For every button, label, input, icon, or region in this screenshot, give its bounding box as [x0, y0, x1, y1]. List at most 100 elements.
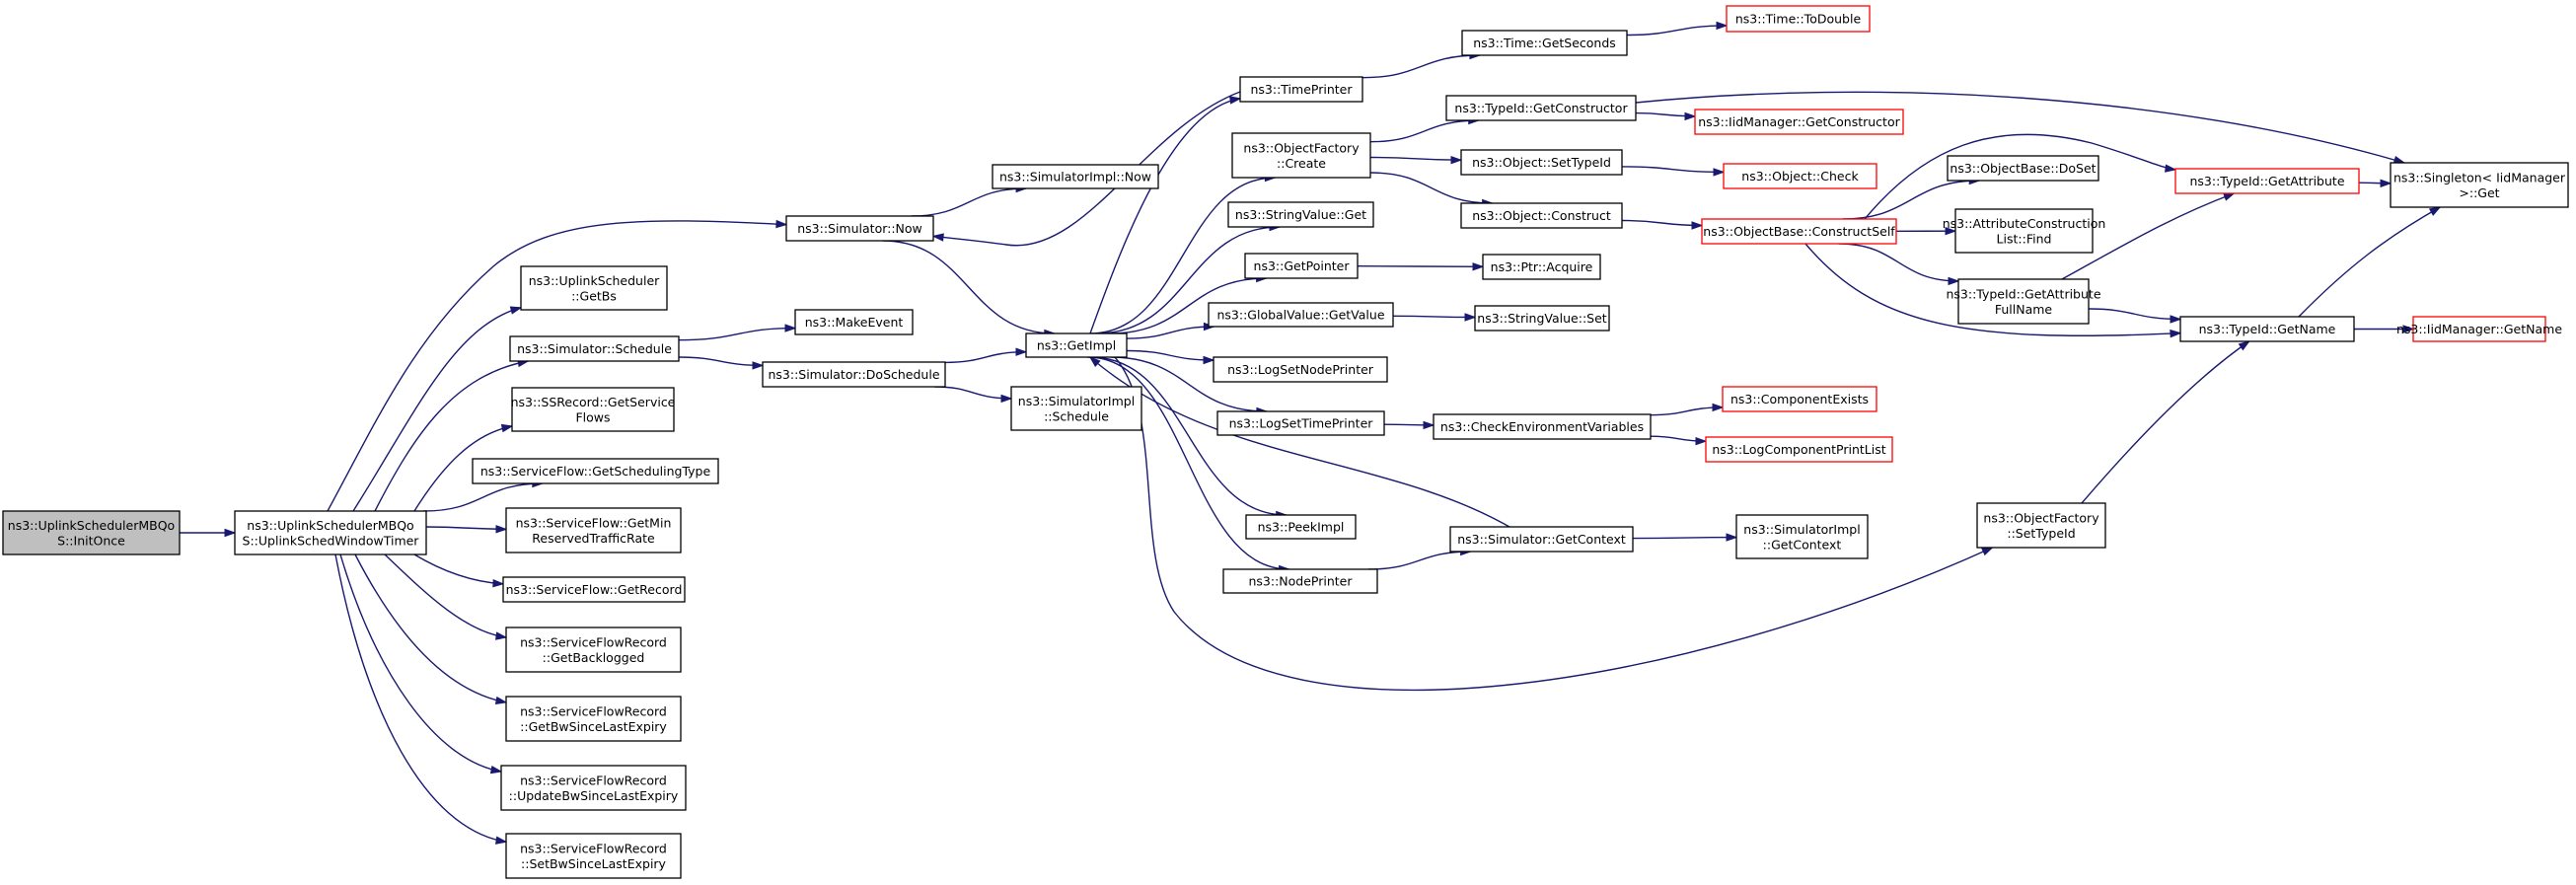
node-implgetcontext[interactable]: ns3::SimulatorImpl::GetContext [1735, 514, 1869, 559]
node-label: ns3::SimulatorImpl::Now [999, 170, 1151, 184]
node-nodeprinter[interactable]: ns3::NodePrinter [1222, 568, 1378, 594]
node-label: ns3::CheckEnvironmentVariables [1440, 419, 1644, 434]
node-label: ns3::UplinkSchedulerMBQo [8, 518, 175, 533]
node-label: ns3::Object::Check [1741, 169, 1859, 184]
arrowhead-icon [2238, 340, 2250, 351]
node-getcontext[interactable]: ns3::Simulator::GetContext [1449, 526, 1634, 553]
edge-construct-to-constructself [1621, 219, 1704, 230]
edge-timer-to-backlogged [384, 553, 508, 640]
node-lognode[interactable]: ns3::LogSetNodePrinter [1213, 356, 1388, 383]
edge-settypeid-to-check [1621, 166, 1726, 177]
node-box [2174, 168, 2360, 194]
edge-line [327, 220, 787, 512]
node-box [1705, 436, 1893, 463]
node-label: ns3::TypeId::GetName [2199, 322, 2336, 336]
node-globalget[interactable]: ns3::GlobalValue::GetValue [1208, 302, 1394, 328]
node-checkenv[interactable]: ns3::CheckEnvironmentVariables [1433, 413, 1652, 440]
node-label: Flows [575, 409, 610, 424]
node-stringset[interactable]: ns3::StringValue::Set [1474, 305, 1610, 332]
arrowhead-icon [1423, 420, 1435, 430]
arrowhead-icon [1464, 313, 1477, 322]
node-implschedule[interactable]: ns3::SimulatorImpl::Schedule [1010, 386, 1142, 431]
node-label: ns3::GetPointer [1254, 258, 1351, 273]
nodes-layer: ns3::UplinkSchedulerMBQoS::InitOncens3::… [2, 5, 2569, 879]
node-label: ::SetTypeId [2007, 526, 2075, 541]
edge-line [1126, 349, 1214, 361]
node-timeprinter[interactable]: ns3::TimePrinter [1239, 76, 1363, 103]
node-timer[interactable]: ns3::UplinkSchedulerMBQoS::UplinkSchedWi… [234, 510, 427, 555]
edge-timer-to-getbs [352, 306, 523, 512]
edge-line [1362, 54, 1480, 79]
node-updatebw[interactable]: ns3::ServiceFlowRecord::UpdateBwSinceLas… [500, 765, 687, 811]
node-simimplnow[interactable]: ns3::SimulatorImpl::Now [992, 164, 1159, 189]
node-peekimpl[interactable]: ns3::PeekImpl [1245, 514, 1357, 540]
arrowhead-icon [1203, 355, 1215, 365]
node-getpointer[interactable]: ns3::GetPointer [1244, 253, 1359, 279]
node-schedule[interactable]: ns3::Simulator::Schedule [509, 335, 680, 362]
edge-line [1635, 91, 2405, 164]
node-iidgetconstructor[interactable]: ns3::IidManager::GetConstructor [1694, 109, 1904, 135]
node-todouble[interactable]: ns3::Time::ToDouble [1726, 5, 1871, 33]
node-setbw[interactable]: ns3::ServiceFlowRecord::SetBwSinceLastEx… [505, 833, 682, 879]
node-backlogged[interactable]: ns3::ServiceFlowRecord::GetBacklogged [505, 627, 682, 673]
edge-timer-to-getbwsince [354, 553, 508, 704]
node-makeevent[interactable]: ns3::MakeEvent [794, 309, 914, 335]
node-objfactcreate[interactable]: ns3::ObjectFactory::Create [1231, 132, 1371, 179]
edge-doschedule-to-implschedule [934, 386, 1013, 404]
edge-timer-to-getmin [425, 525, 508, 534]
node-settypeid[interactable]: ns3::Object::SetTypeId [1460, 149, 1623, 176]
node-box [505, 696, 682, 742]
node-label: ns3::LogComponentPrintList [1712, 442, 1885, 457]
edge-line [1650, 406, 1724, 416]
arrowhead-icon [1716, 21, 1729, 31]
edge-line [2088, 308, 2181, 321]
node-singletonget[interactable]: ns3::Singleton< IidManager >::Get [2390, 162, 2569, 208]
node-getname[interactable]: ns3::TypeId::GetName [2179, 316, 2355, 342]
node-box [1954, 208, 2094, 254]
node-iidgetname[interactable]: ns3::IidManager::GetName [2396, 316, 2562, 342]
node-logcomplist[interactable]: ns3::LogComponentPrintList [1705, 436, 1893, 463]
node-factsettypeid[interactable]: ns3::ObjectFactory::SetTypeId [1976, 502, 2106, 549]
node-construct[interactable]: ns3::Object::Construct [1460, 202, 1623, 229]
node-box [1222, 568, 1378, 594]
edge-checkenv-to-compexists [1650, 403, 1725, 416]
edge-line [1632, 536, 1737, 540]
node-box [1227, 201, 1374, 228]
node-label: ns3::SimulatorImpl [1018, 394, 1135, 408]
node-getattribute[interactable]: ns3::TypeId::GetAttribute [2174, 168, 2360, 194]
arrowhead-icon [1695, 436, 1708, 446]
node-doschedule[interactable]: ns3::Simulator::DoSchedule [762, 361, 946, 388]
node-getrecord[interactable]: ns3::ServiceFlow::GetRecord [502, 576, 686, 603]
node-getmin[interactable]: ns3::ServiceFlow::GetMinReservedTrafficR… [505, 507, 682, 553]
node-getimpl[interactable]: ns3::GetImpl [1025, 332, 1128, 358]
node-check[interactable]: ns3::Object::Check [1723, 163, 1877, 189]
arrowhead-icon [494, 696, 508, 704]
node-getbs[interactable]: ns3::UplinkScheduler::GetBs [520, 265, 668, 311]
edge-checkenv-to-logcomplist [1650, 435, 1708, 446]
node-getconstructor[interactable]: ns3::TypeId::GetConstructor [1445, 95, 1637, 121]
node-box [500, 765, 687, 811]
node-constructself[interactable]: ns3::ObjectBase::ConstructSelf [1701, 218, 1897, 245]
node-logtime[interactable]: ns3::LogSetTimePrinter [1216, 410, 1385, 436]
node-schedtype[interactable]: ns3::ServiceFlow::GetSchedulingType [472, 458, 719, 484]
edge-line [413, 425, 513, 512]
node-label: ns3::TypeId::GetConstructor [1454, 101, 1628, 115]
node-doset[interactable]: ns3::ObjectBase::DoSet [1947, 155, 2099, 182]
node-ptracquire[interactable]: ns3::Ptr::Acquire [1482, 254, 1601, 280]
arrowhead-icon [1472, 262, 1485, 271]
node-compexists[interactable]: ns3::ComponentExists [1722, 386, 1877, 412]
node-box [1025, 332, 1128, 358]
node-stringget[interactable]: ns3::StringValue::Get [1227, 201, 1374, 228]
node-label: ns3::StringValue::Get [1235, 207, 1366, 222]
node-getbwsince[interactable]: ns3::ServiceFlowRecord::GetBwSinceLastEx… [505, 696, 682, 742]
edge-timer-to-ssrecord [413, 423, 514, 512]
arrowhead-icon [1088, 356, 1101, 368]
edge-timer-to-simnow [327, 219, 788, 512]
node-getseconds[interactable]: ns3::Time::GetSeconds [1461, 30, 1628, 56]
edge-objfactcreate-to-construct [1369, 172, 1495, 208]
node-simnow[interactable]: ns3::Simulator::Now [785, 215, 934, 242]
